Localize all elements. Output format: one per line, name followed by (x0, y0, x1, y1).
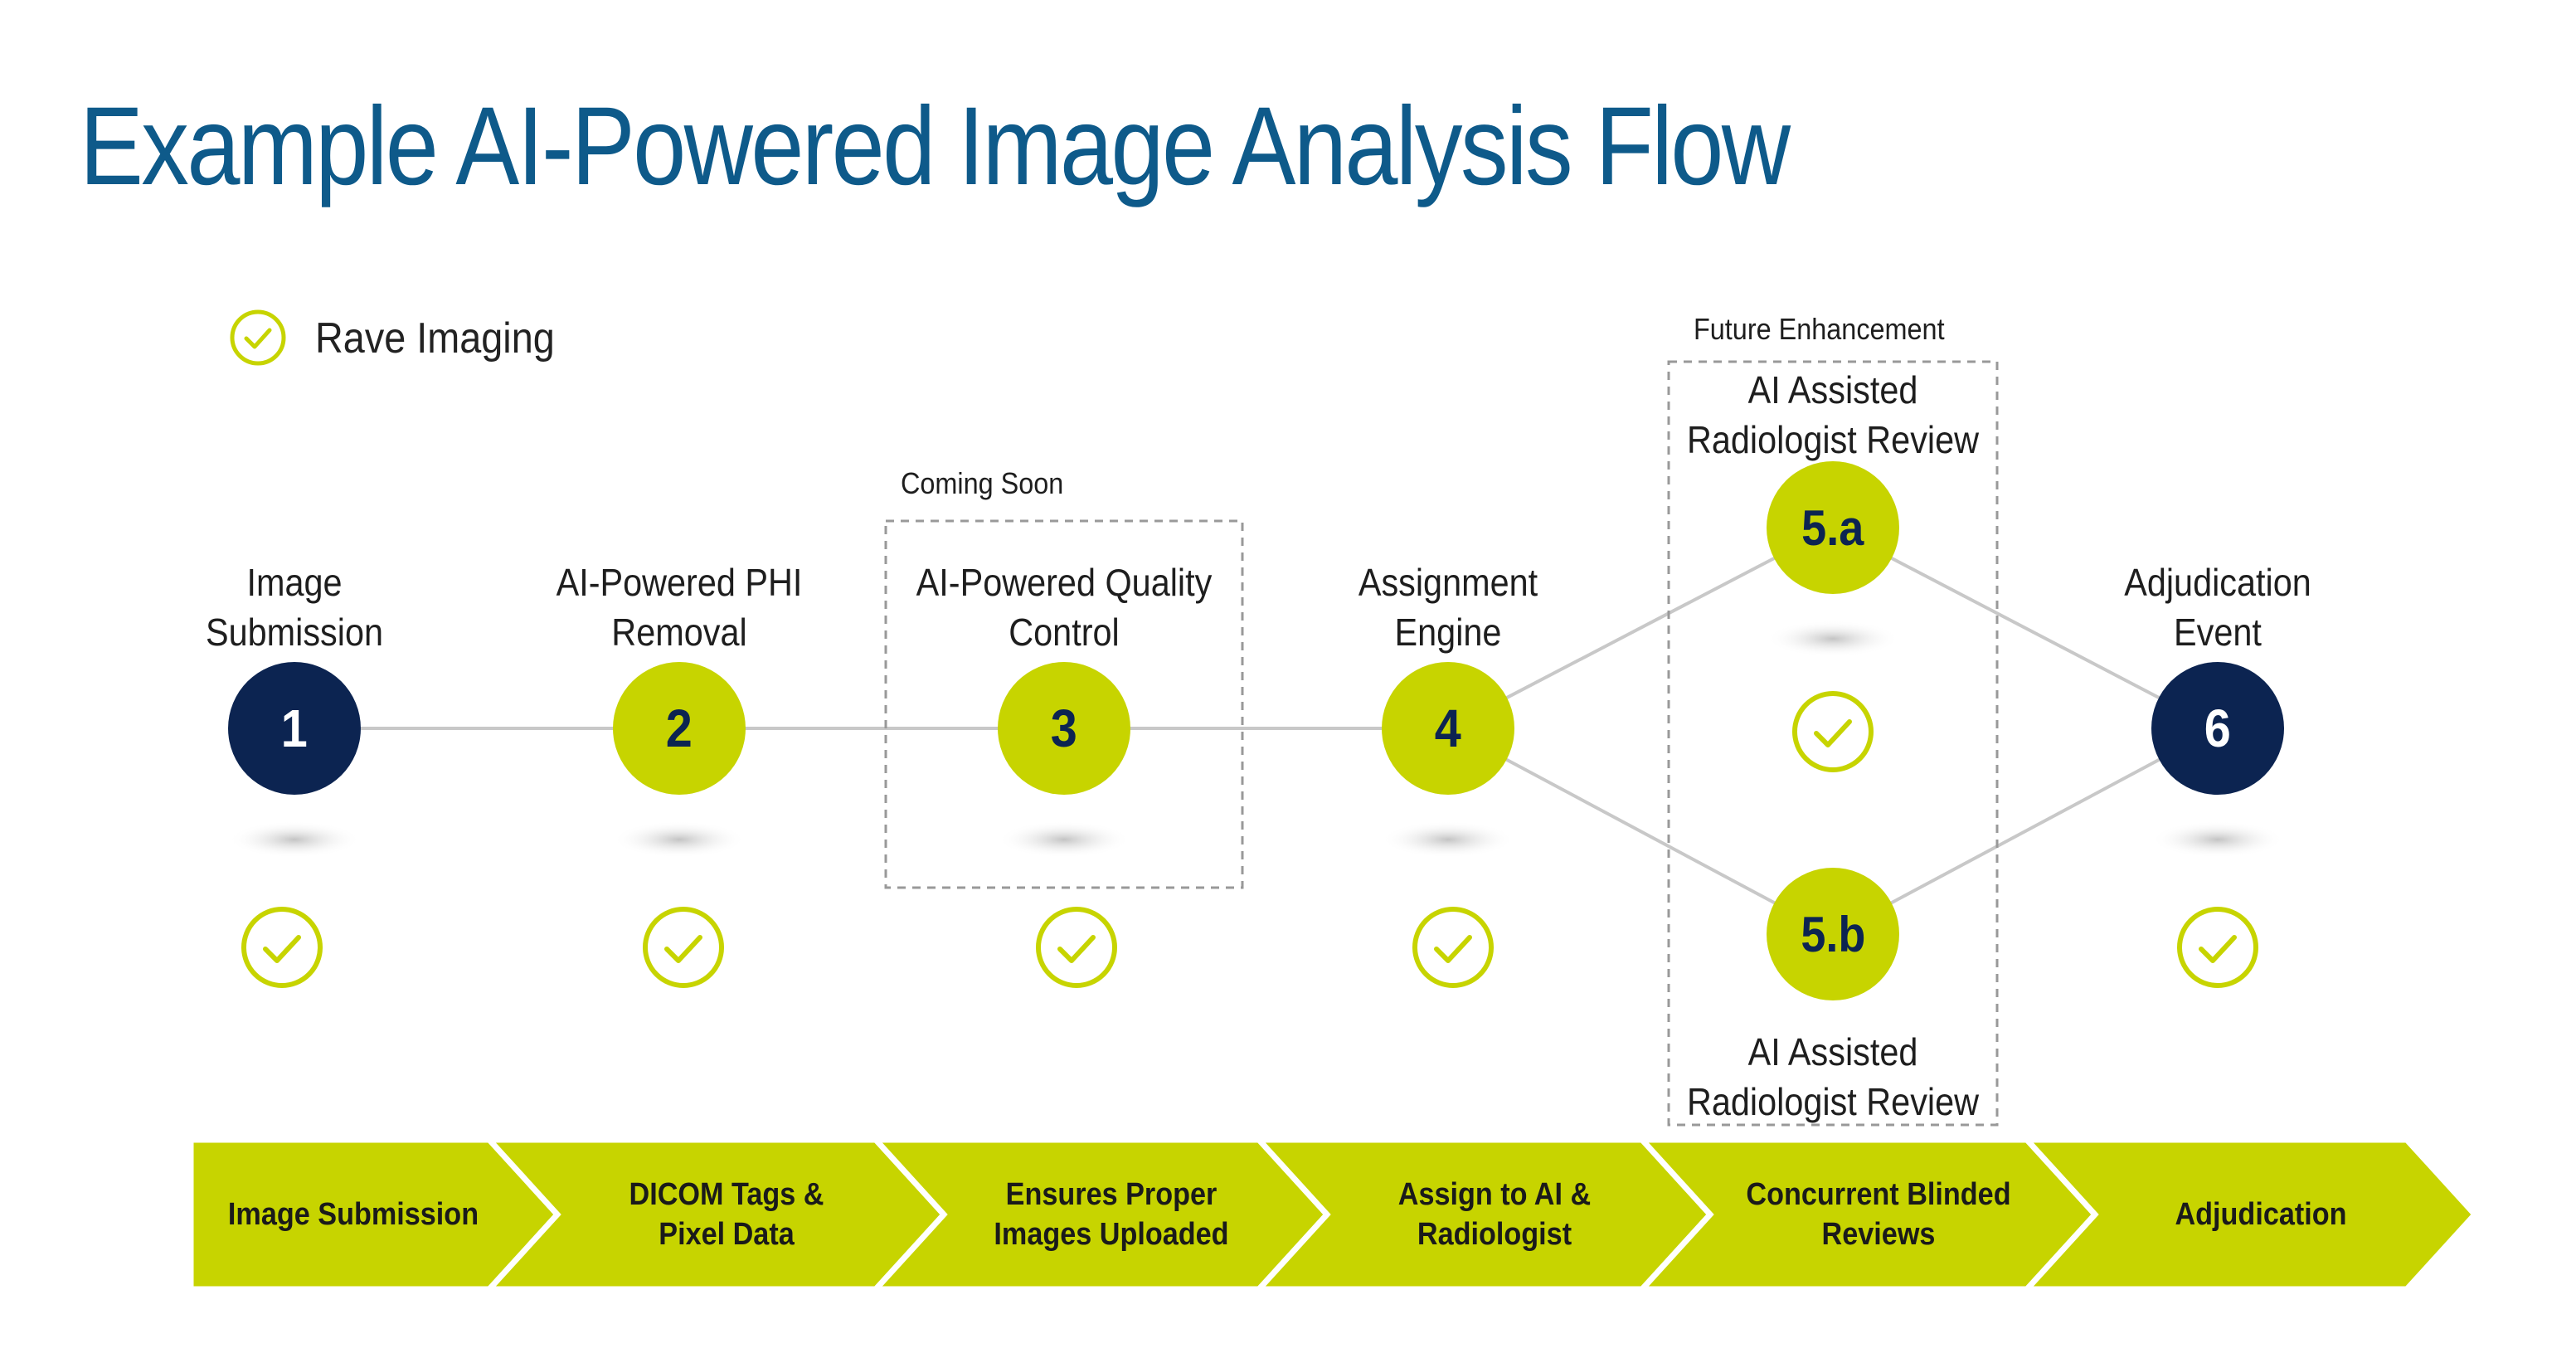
step-node-6: 6 (2151, 662, 2284, 795)
coming-soon-box (884, 519, 1244, 889)
step-number: 4 (1434, 698, 1462, 758)
node-shadow (1767, 621, 1899, 657)
step-node-5b: 5.b (1767, 868, 1899, 1000)
step-label-1: Image Submission (205, 561, 384, 654)
step-label-2: AI-Powered PHI Removal (556, 561, 803, 654)
step-label-5a: AI Assisted Radiologist Review (1686, 368, 1980, 461)
step-number: 1 (280, 698, 309, 758)
step-node-3: 3 (998, 662, 1130, 795)
legend: Rave Imaging (229, 307, 660, 373)
step-number: 2 (665, 698, 693, 758)
coming-soon-badge: Coming Soon (901, 466, 1064, 500)
chevron-step-6 (2020, 1137, 2479, 1292)
step-node-4: 4 (1382, 662, 1514, 795)
connector-5b-6 (1832, 727, 2219, 936)
check-circle-icon (2177, 907, 2258, 988)
chevron-label: Assign to AI & Radiologist (1398, 1177, 1592, 1252)
check-circle-icon (241, 907, 323, 988)
step-label-6: Adjudication Event (2124, 561, 2311, 654)
step-number: 5.b (1800, 906, 1866, 962)
legend-label: Rave Imaging (315, 314, 555, 363)
step-number: 6 (2204, 698, 2232, 758)
future-enhancement-box (1667, 360, 1999, 1127)
check-circle-icon (1412, 907, 1494, 988)
step-number: 5.a (1801, 499, 1864, 556)
page-title: Example AI-Powered Image Analysis Flow (80, 85, 1791, 208)
check-circle-icon (230, 309, 286, 366)
chevron-label: Ensures Proper Images Uploaded (994, 1177, 1229, 1252)
step-node-5a: 5.a (1767, 461, 1899, 594)
future-enhancement-badge: Future Enhancement (1694, 312, 1945, 346)
step-label-5b: AI Assisted Radiologist Review (1686, 1030, 1980, 1123)
step-number: 3 (1050, 698, 1078, 758)
connector-4-5b (1447, 727, 1834, 936)
check-circle-icon (1036, 907, 1117, 988)
chevron-label: Concurrent Blinded Reviews (1746, 1177, 2011, 1252)
check-circle-icon (1792, 691, 1874, 772)
step-label-4: Assignment Engine (1358, 561, 1538, 654)
node-shadow (613, 821, 746, 858)
node-shadow (998, 821, 1130, 858)
chevron-label: DICOM Tags & Pixel Data (629, 1177, 824, 1252)
step-node-2: 2 (613, 662, 746, 795)
connector-4-5a (1447, 526, 1834, 730)
check-circle-icon (643, 907, 724, 988)
chevron-label: Adjudication (2175, 1197, 2347, 1232)
chevron-label: Image Submission (228, 1197, 479, 1232)
node-shadow (1382, 821, 1514, 858)
node-shadow (2151, 821, 2284, 858)
connector-5a-6 (1832, 526, 2219, 730)
step-label-3: AI-Powered Quality Control (916, 561, 1213, 654)
node-shadow (228, 821, 361, 858)
step-node-1: 1 (228, 662, 361, 795)
